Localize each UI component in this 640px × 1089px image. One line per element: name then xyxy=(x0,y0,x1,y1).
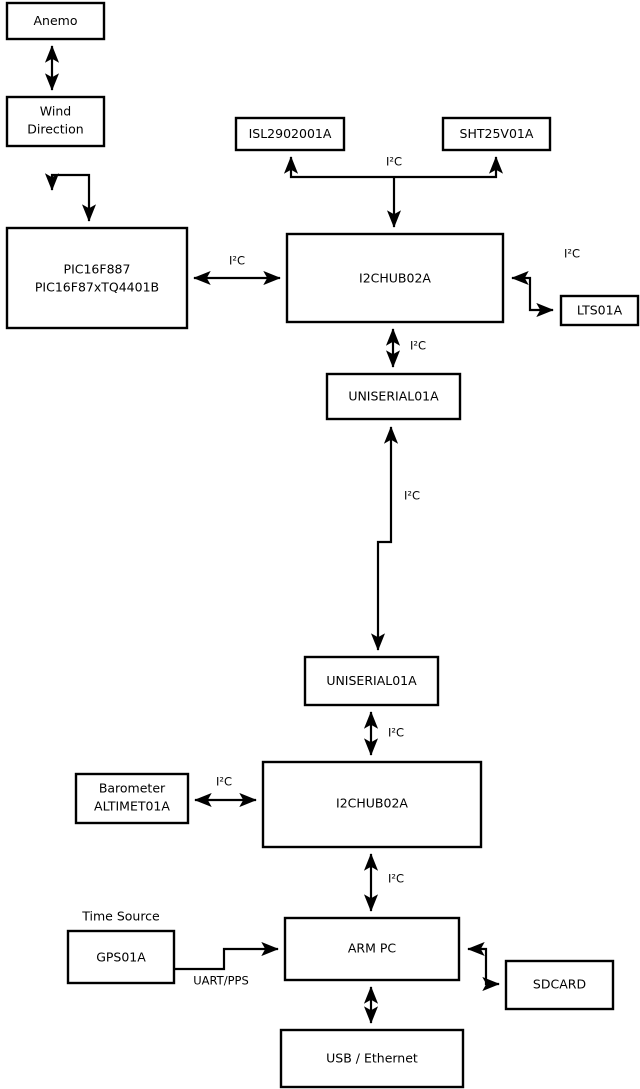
node-sdcard[interactable]: SDCARD xyxy=(504,959,615,1011)
edge-arm-pc-sdcard xyxy=(467,941,500,992)
node-sht25v01a[interactable]: SHT25V01A xyxy=(441,116,552,152)
node-wind-direction-box xyxy=(5,95,106,148)
edge-label-barometer-i2chub02a-bottom: I²C xyxy=(216,775,232,789)
node-lts01a-box xyxy=(559,294,640,327)
node-wind-direction-label-line1: Wind xyxy=(40,104,71,119)
edge-i2chub02a-top-uniserial-top: I²C xyxy=(385,328,426,368)
node-wind-direction-label-line2: Direction xyxy=(27,122,83,137)
node-arm-pc-label: ARM PC xyxy=(348,941,397,956)
edge-label-i2chub02a-top-lts01a: I²C xyxy=(564,247,580,261)
node-isl2902001a-label: ISL2902001A xyxy=(249,126,332,141)
node-isl2902001a-box xyxy=(234,116,346,152)
edge-i2chub02a-bottom-arm-pc: I²C xyxy=(363,853,404,912)
node-uniserial01a-top-label: UNISERIAL01A xyxy=(348,389,439,404)
node-wind-direction[interactable]: Wind Direction xyxy=(5,95,106,148)
node-lts01a[interactable]: LTS01A xyxy=(559,294,640,327)
node-pic16f887[interactable]: PIC16F887 PIC16F87xTQ4401B xyxy=(5,226,189,330)
edge-pic-i2chub02a-top: I²C xyxy=(193,254,281,286)
node-anemo-label: Anemo xyxy=(34,13,78,28)
edge-i2chub02a-top-lts01a-path xyxy=(511,270,554,318)
node-arm-pc[interactable]: ARM PC xyxy=(283,916,461,982)
node-i2chub02a-top-box xyxy=(285,232,505,324)
edge-barometer-i2chub02a-bottom: I²C xyxy=(194,775,257,808)
node-gps01a-box xyxy=(66,929,176,985)
node-pic16f887-label-line2: PIC16F87xTQ4401B xyxy=(35,280,159,295)
node-usb-ethernet[interactable]: USB / Ethernet xyxy=(279,1028,465,1089)
node-pic16f887-box xyxy=(5,226,189,330)
edge-label-i2chub02a-top-sensors: I²C xyxy=(386,155,402,169)
edge-label-i2chub02a-top-uniserial-top: I²C xyxy=(410,339,426,353)
node-i2chub02a-bottom[interactable]: I2CHUB02A xyxy=(261,760,483,849)
node-lts01a-label: LTS01A xyxy=(577,303,623,318)
node-gps01a[interactable]: GPS01A xyxy=(66,929,176,985)
node-uniserial01a-bottom-box xyxy=(303,655,440,707)
edge-label-uniserial-bottom-i2chub02a-bottom: I²C xyxy=(388,726,404,740)
edge-uniserial-bottom-i2chub02a-bottom: I²C xyxy=(363,711,404,756)
edge-pic-wind-direction-path xyxy=(44,173,97,222)
edge-label-uniserial-top-uniserial-bottom: I²C xyxy=(404,489,420,503)
node-pic16f887-label-line1: PIC16F887 xyxy=(64,262,131,277)
node-uniserial01a-top-box xyxy=(325,372,462,421)
node-usb-ethernet-box xyxy=(279,1028,465,1089)
edge-label-gps01a-arm-pc: UART/PPS xyxy=(193,974,249,988)
node-sdcard-box xyxy=(504,959,615,1011)
edge-label-pic-i2chub02a-top: I²C xyxy=(229,254,245,268)
node-anemo-box xyxy=(5,1,106,41)
node-i2chub02a-top-label: I2CHUB02A xyxy=(359,271,431,286)
node-anemo[interactable]: Anemo xyxy=(5,1,106,41)
node-barometer-label-line2: ALTIMET01A xyxy=(94,799,170,814)
edge-uniserial-top-uniserial-bottom-path xyxy=(370,426,399,651)
node-gps01a-label: GPS01A xyxy=(96,950,146,965)
node-uniserial01a-top[interactable]: UNISERIAL01A xyxy=(325,372,462,421)
node-i2chub02a-bottom-box xyxy=(261,760,483,849)
node-sht25v01a-box xyxy=(441,116,552,152)
edge-i2chub02a-top-lts01a: I²C xyxy=(511,247,580,318)
node-uniserial01a-bottom[interactable]: UNISERIAL01A xyxy=(303,655,440,707)
node-i2chub02a-top[interactable]: I2CHUB02A xyxy=(285,232,505,324)
edge-gps01a-arm-pc-path xyxy=(174,941,279,971)
node-barometer-altimet01a[interactable]: Barometer ALTIMET01A xyxy=(74,772,190,825)
node-barometer-altimet01a-box xyxy=(74,772,190,825)
edge-gps01a-arm-pc: UART/PPS xyxy=(174,941,279,988)
node-isl2902001a[interactable]: ISL2902001A xyxy=(234,116,346,152)
edge-arm-pc-sdcard-path xyxy=(467,941,500,992)
node-usb-ethernet-label: USB / Ethernet xyxy=(326,1051,418,1066)
node-sdcard-label: SDCARD xyxy=(533,977,586,992)
edge-pic-wind-direction xyxy=(44,173,97,222)
node-sht25v01a-label: SHT25V01A xyxy=(460,126,534,141)
edge-label-i2chub02a-bottom-arm-pc: I²C xyxy=(388,872,404,886)
edge-uniserial-top-uniserial-bottom: I²C xyxy=(370,426,420,651)
node-uniserial01a-bottom-label: UNISERIAL01A xyxy=(326,673,417,688)
label-time-source: Time Source xyxy=(81,909,160,924)
node-arm-pc-box xyxy=(283,916,461,982)
node-i2chub02a-bottom-label: I2CHUB02A xyxy=(336,796,408,811)
node-barometer-label-line1: Barometer xyxy=(99,781,166,796)
edge-i2chub02a-top-sensors: I²C xyxy=(283,155,504,228)
